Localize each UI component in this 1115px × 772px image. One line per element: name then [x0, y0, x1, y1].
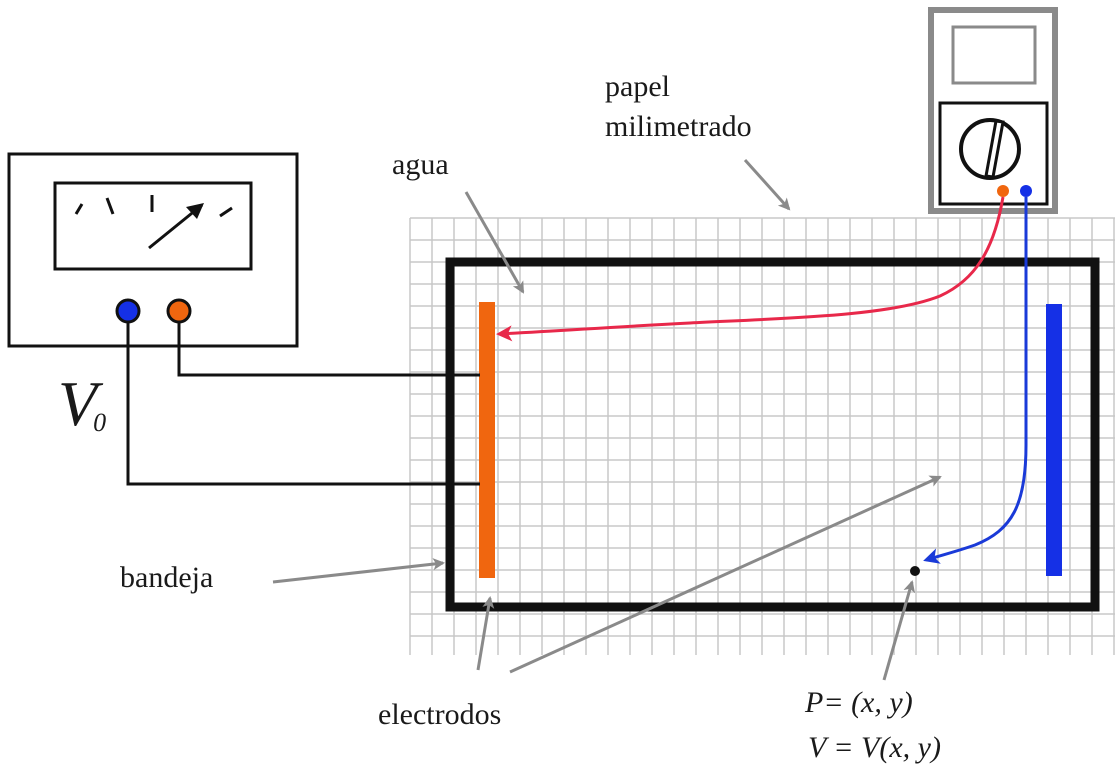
- tray: [445, 257, 1100, 612]
- pointer-electrodos-left: [476, 596, 495, 671]
- left-electrode: [479, 302, 495, 578]
- meter-probe-terminal-blue: [1020, 185, 1032, 197]
- pointer-electrodos-right: [509, 475, 942, 674]
- meter-probe-terminal-orange: [997, 185, 1009, 197]
- label-milimetrado: milimetrado: [605, 110, 752, 143]
- label-bandeja: bandeja: [120, 561, 214, 594]
- pointer-point: [882, 580, 916, 681]
- analog-voltmeter-icon: [7, 152, 299, 348]
- source-terminal-orange: [166, 298, 192, 324]
- pointer-papel: [743, 158, 791, 211]
- measurement-point: [910, 566, 920, 576]
- pointer-agua: [464, 191, 525, 294]
- source-terminal-blue: [115, 298, 141, 324]
- label-source-voltage: V0: [58, 372, 110, 436]
- pointer-bandeja: [272, 558, 445, 584]
- source-voltage-subscript: 0: [93, 408, 107, 437]
- digital-multimeter-icon: [928, 7, 1058, 214]
- source-voltage-symbol: V: [58, 368, 98, 439]
- blue-probe-wire: [923, 197, 1028, 564]
- wire-blue-terminal: [126, 322, 480, 486]
- label-papel: papel: [605, 70, 670, 103]
- right-electrode: [1046, 304, 1062, 576]
- label-electrodos: electrodos: [378, 698, 502, 731]
- wire-orange-terminal: [177, 322, 480, 377]
- label-potential: V = V(x, y): [808, 731, 941, 764]
- millimeter-paper-grid: [409, 217, 1115, 655]
- red-probe-wire: [496, 196, 1005, 342]
- label-point: P= (x, y): [805, 686, 913, 719]
- label-agua: agua: [392, 148, 449, 181]
